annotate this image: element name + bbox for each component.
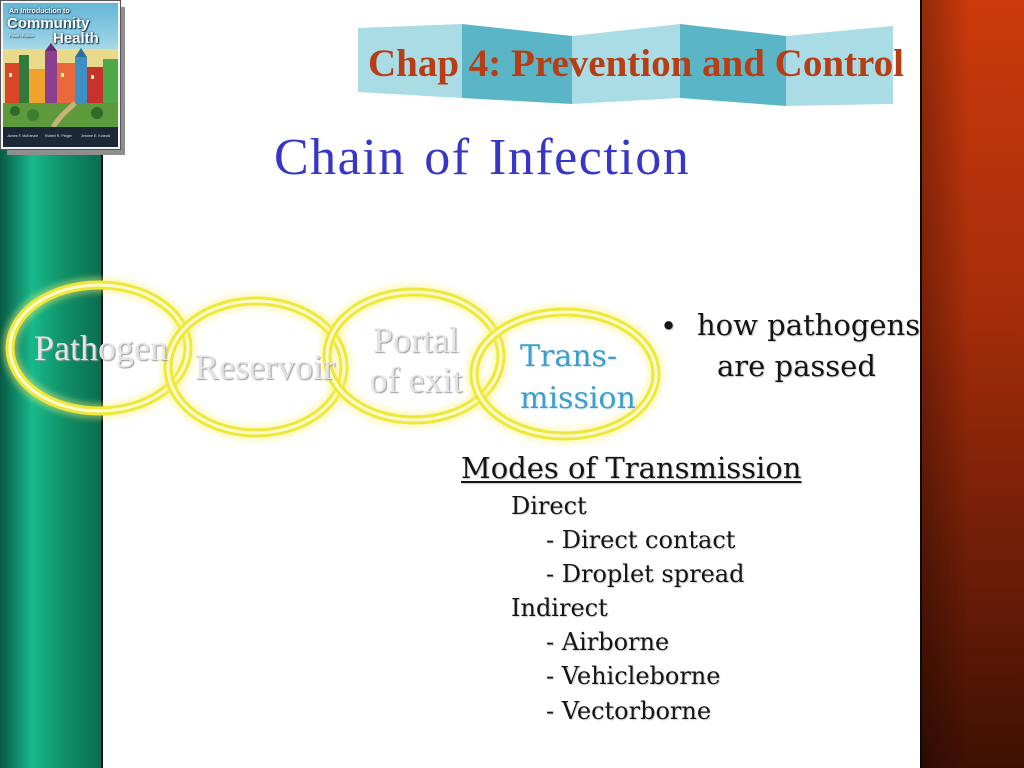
book-cover-image: An Introduction to Community Health Four… — [0, 0, 121, 150]
mode-item: - Droplet spread — [546, 560, 745, 588]
ring-label-transmission: Trans- mission — [520, 336, 636, 420]
ring-label-line: of exit — [369, 360, 463, 400]
ring-label-line: Reservoir — [195, 347, 335, 387]
book-cover-author: Robert R. Pinger — [45, 134, 72, 138]
banner-ribbon-segment — [680, 24, 786, 106]
book-cover-author: Jerome E. Kotecki — [81, 134, 111, 138]
book-cover-edition: Fourth Edition — [9, 33, 34, 38]
bullet-marker: • — [660, 309, 678, 343]
book-cover-title-community: Community — [7, 15, 90, 32]
chapter-banner-title: Chap 4: Prevention and Control — [368, 42, 904, 85]
ring-label-line: Pathogen — [34, 328, 168, 368]
bullet-text-line: are passed — [717, 349, 876, 383]
mode-group-direct: Direct — [511, 492, 587, 520]
bullet-text-line: how pathogens — [697, 308, 921, 342]
modes-heading: Modes of Transmission — [461, 451, 802, 485]
slide-title: Chain of Infection — [274, 129, 691, 186]
ring-label-pathogen: Pathogen — [34, 328, 168, 368]
mode-item: - Airborne — [546, 628, 670, 656]
ring-label-portal-of-exit: Portal of exit — [356, 320, 476, 400]
right-decorative-bar — [920, 0, 1024, 768]
banner-ribbon-segment — [462, 24, 572, 104]
mode-item: - Vehicleborne — [546, 662, 721, 690]
book-cover-title-health: Health — [53, 30, 99, 47]
ring-label-line: Portal — [373, 320, 459, 360]
ring-label-reservoir: Reservoir — [195, 347, 335, 387]
banner-ribbon-segment — [572, 24, 680, 104]
book-cover-subtitle: An Introduction to — [9, 8, 70, 15]
book-cover-author: James F. McKenzie — [7, 134, 39, 138]
ring-label-line: mission — [520, 381, 636, 416]
ring-label-line: Trans- — [520, 339, 618, 374]
mode-item: - Direct contact — [546, 526, 736, 554]
banner-ribbon — [358, 24, 893, 106]
book-cover-illustration — [3, 43, 118, 129]
banner-ribbon-segment — [786, 26, 893, 106]
mode-item: - Vectorborne — [546, 697, 712, 725]
book-cover-author-strip — [3, 127, 118, 147]
mode-group-indirect: Indirect — [511, 594, 608, 622]
banner-ribbon-segment — [358, 24, 462, 98]
